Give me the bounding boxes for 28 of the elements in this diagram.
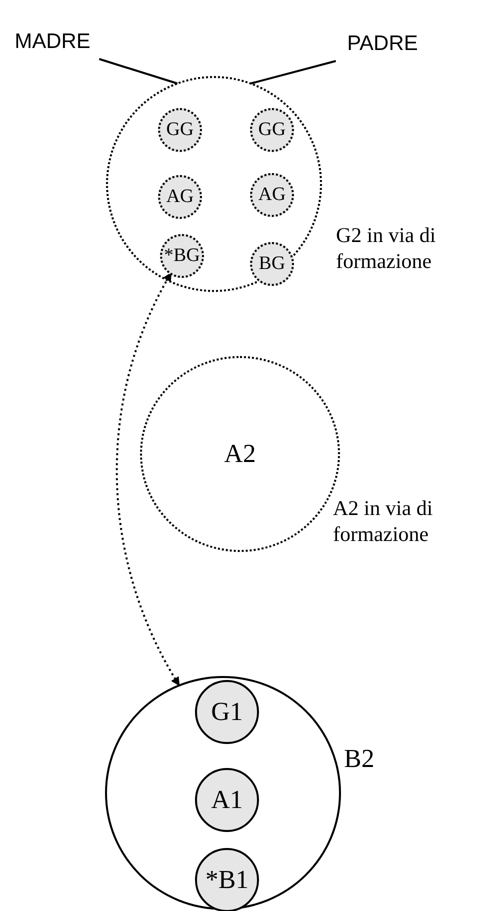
circle-label: GG	[258, 119, 286, 141]
circle-label: AG	[166, 186, 194, 208]
chromosome-circle	[250, 108, 294, 152]
chromosome-circle	[250, 242, 294, 286]
chromosome-circle	[195, 848, 259, 911]
circle-label: B2	[344, 744, 374, 774]
node-label: A2 in via di formazione	[333, 495, 434, 547]
parent-label: MADRE	[5, 25, 100, 59]
circle-label: BG	[258, 253, 286, 275]
circle-label: *BG	[164, 245, 200, 267]
circle-label: *B1	[205, 865, 249, 895]
chromosome-circle	[158, 175, 202, 219]
chromosome-circle	[158, 108, 202, 152]
cell-circle	[106, 76, 322, 292]
circle-label: G1	[211, 697, 243, 727]
node-label: G2 in via di formazione	[336, 222, 437, 274]
connector-line	[98, 58, 178, 84]
connector-line	[250, 60, 336, 84]
chromosome-circle	[160, 234, 204, 278]
circle-label: A1	[211, 785, 243, 815]
circle-label: A2	[224, 439, 256, 469]
circle-label: AG	[258, 184, 286, 206]
chromosome-circle	[250, 173, 294, 217]
cell-circle	[105, 676, 341, 910]
circle-label: GG	[166, 119, 194, 141]
double-arrow	[116, 272, 180, 686]
parent-label: PADRE	[335, 27, 430, 61]
chromosome-circle	[195, 680, 259, 744]
